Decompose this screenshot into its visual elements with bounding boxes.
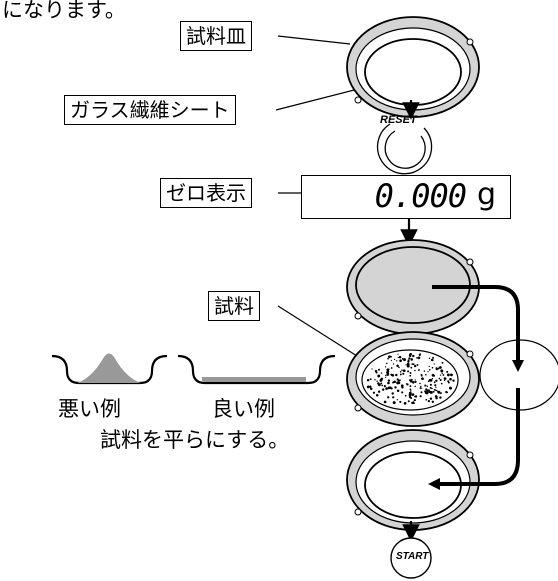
reset-button: RESET xyxy=(380,114,417,126)
pan-with-sheet-final xyxy=(346,429,480,531)
pan-with-glass-fiber-sheet xyxy=(346,16,480,118)
bad-example-pan xyxy=(51,353,168,385)
flow-arrow-sheet-path xyxy=(432,285,520,362)
good-example-pan xyxy=(177,354,336,385)
intro-text: になります。 xyxy=(2,0,126,22)
bad-example-label: 悪い例 xyxy=(58,397,121,421)
label-zero-display: ゼロ表示 xyxy=(160,178,252,208)
start-button: START xyxy=(396,551,429,562)
label-glass-fiber-sheet: ガラス繊維シート xyxy=(64,95,236,125)
weight-display: 0.000 g xyxy=(301,175,511,219)
reset-press-icon xyxy=(376,123,433,175)
flow-arrow-sheet-return xyxy=(438,388,520,486)
label-sample-pan: 試料皿 xyxy=(180,21,252,51)
display-value: 0.000 xyxy=(374,177,467,215)
label-sample: 試料 xyxy=(208,291,260,321)
good-example-label: 良い例 xyxy=(212,397,275,421)
flow-arrow-head-left xyxy=(428,478,440,490)
leader-sample-pan xyxy=(277,35,351,45)
instruction-text: 試料を平らにする。 xyxy=(100,428,290,452)
flow-arrow-head-down xyxy=(512,360,524,372)
pan-with-sample xyxy=(346,331,480,427)
sample-particles xyxy=(366,353,455,405)
start-button-circle xyxy=(390,537,432,579)
display-unit: g xyxy=(476,177,496,212)
